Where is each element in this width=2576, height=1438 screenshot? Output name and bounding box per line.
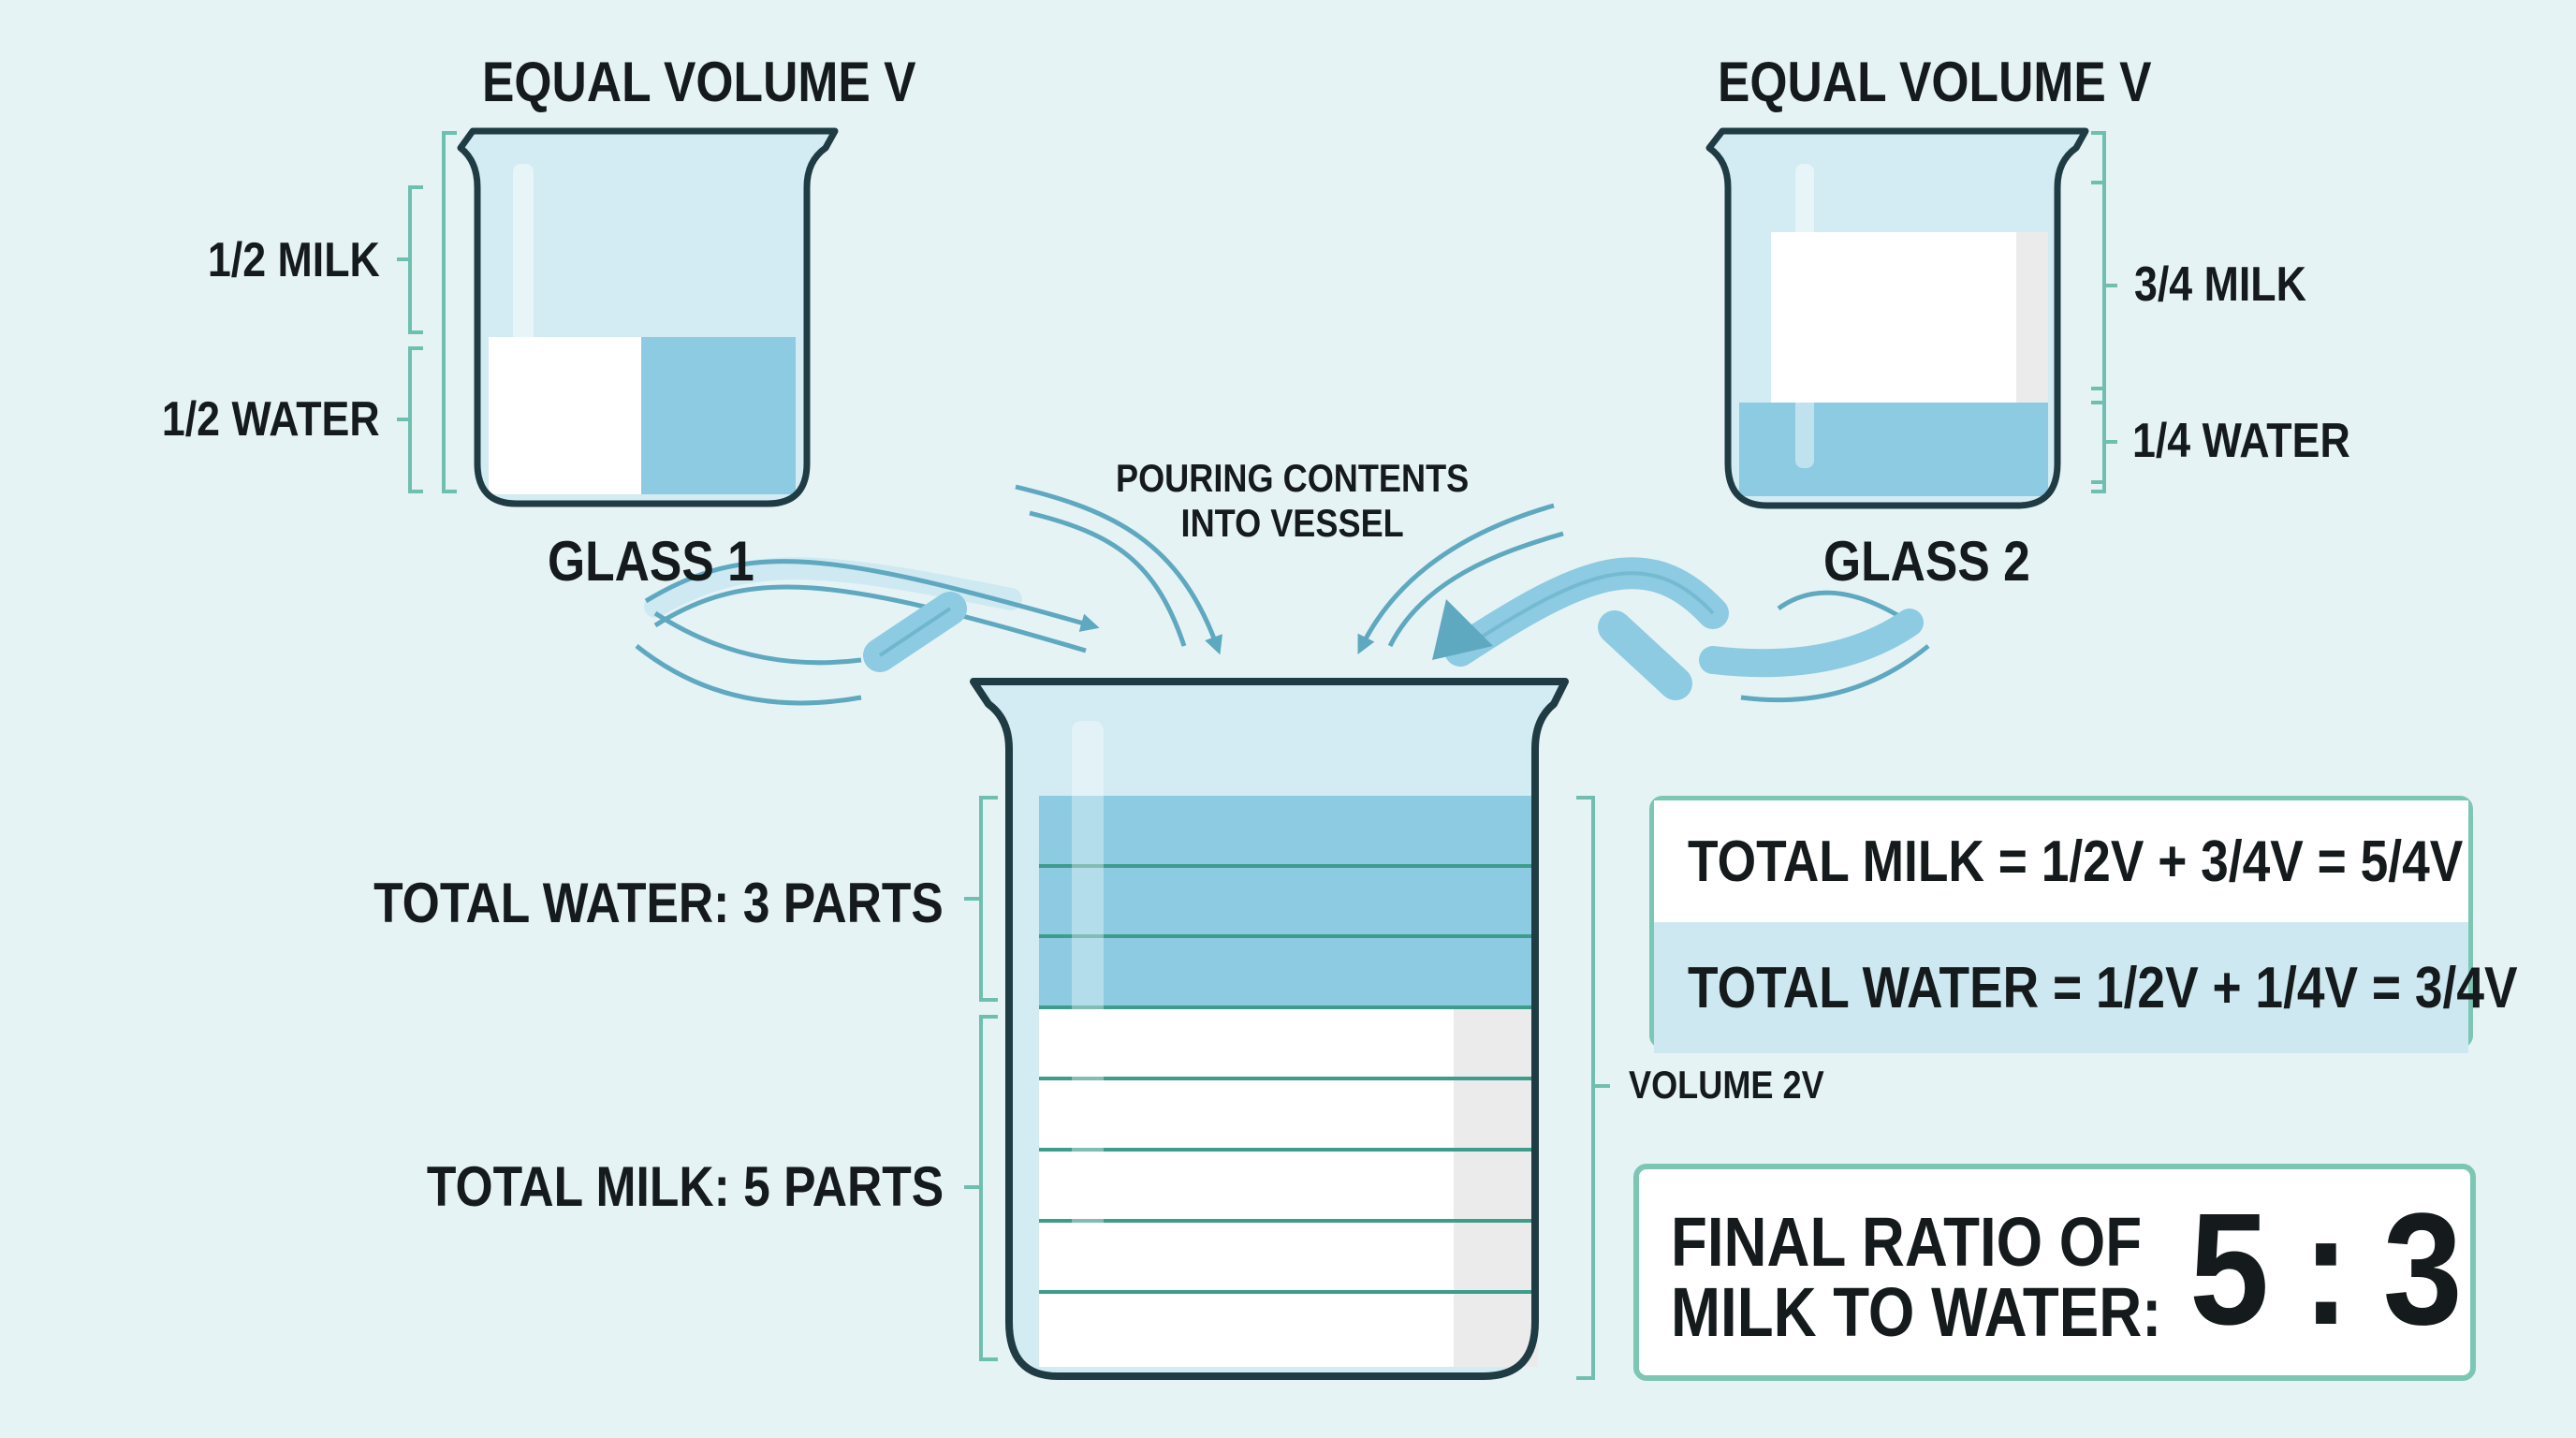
glass-2-name: GLASS 2 xyxy=(1823,530,2030,593)
equation-water-text: TOTAL WATER = 1/2V + 1/4V = 3/4V xyxy=(1688,955,2518,1020)
equation-milk: TOTAL MILK = 1/2V + 3/4V = 5/4V xyxy=(1654,800,2468,922)
vessel-milk-fill xyxy=(1039,1007,1454,1367)
glass-1-title: EQUAL VOLUME V xyxy=(482,51,916,113)
glass-1-water-fill xyxy=(641,337,796,494)
vessel-brackets xyxy=(964,796,1610,1380)
equations-box: TOTAL MILK = 1/2V + 3/4V = 5/4V TOTAL WA… xyxy=(1649,796,2518,1053)
glass-2-milk-fill xyxy=(1771,232,2016,403)
equation-water: TOTAL WATER = 1/2V + 1/4V = 3/4V xyxy=(1654,922,2518,1053)
result-box: FINAL RATIO OF MILK TO WATER: 5 : 3 xyxy=(1633,1164,2476,1381)
glass-1-name: GLASS 1 xyxy=(548,530,754,593)
glass-2-water-fill xyxy=(1739,403,2048,496)
glass-2-milk-label: 3/4 MILK xyxy=(2134,257,2306,312)
glass-1-brackets xyxy=(397,131,457,493)
result-label-line-2: MILK TO WATER: xyxy=(1671,1273,2162,1352)
pour-label-line-2: INTO VESSEL xyxy=(1180,501,1404,545)
glass-1-water-label: 1/2 WATER xyxy=(162,392,380,447)
vessel-milk-label: TOTAL MILK: 5 PARTS xyxy=(426,1155,944,1218)
glass-1-milk-fill xyxy=(489,337,641,494)
equation-milk-text: TOTAL MILK = 1/2V + 3/4V = 5/4V xyxy=(1688,829,2464,894)
pour-arrows xyxy=(635,484,1930,706)
glass-1-milk-label: 1/2 MILK xyxy=(208,233,380,287)
pour-label: POURING CONTENTS INTO VESSEL xyxy=(1116,459,1469,543)
mixing-vessel xyxy=(970,678,1569,1380)
result-label: FINAL RATIO OF MILK TO WATER: xyxy=(1671,1207,2161,1348)
glass-2 xyxy=(1705,127,2089,509)
vessel-water-fill xyxy=(1039,796,1538,1007)
vessel-water-label: TOTAL WATER: 3 PARTS xyxy=(373,872,944,934)
result-ratio: 5 : 3 xyxy=(2189,1181,2463,1358)
pour-label-line-1: POURING CONTENTS xyxy=(1116,456,1470,500)
glass-2-brackets xyxy=(2091,131,2117,493)
glass-1 xyxy=(457,127,839,507)
vessel-volume-label: VOLUME 2V xyxy=(1629,1063,1824,1107)
glass-2-water-label: 1/4 WATER xyxy=(2132,414,2350,468)
result-label-line-1: FINAL RATIO OF xyxy=(1671,1203,2143,1281)
glass-2-title: EQUAL VOLUME V xyxy=(1718,51,2152,113)
